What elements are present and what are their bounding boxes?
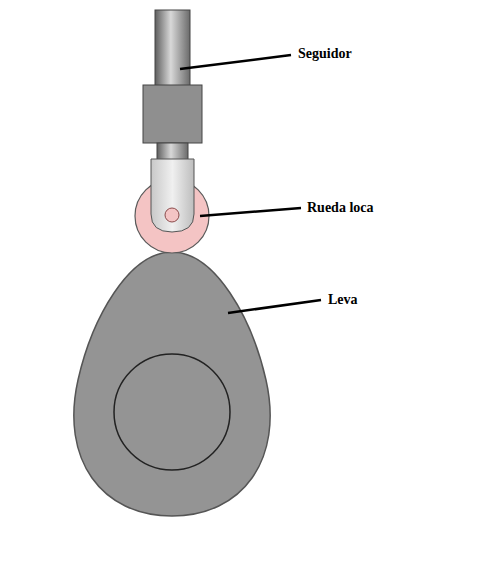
cam-hub — [114, 354, 230, 470]
leader-line — [228, 300, 321, 313]
cam-body — [74, 252, 270, 516]
part-label: Seguidor — [298, 46, 352, 62]
part-label: Leva — [328, 292, 358, 308]
follower-stem — [157, 143, 188, 160]
part-label: Rueda loca — [307, 200, 374, 216]
roller-clevis — [151, 159, 194, 232]
roller-pin — [165, 208, 179, 222]
leader-line — [200, 208, 301, 216]
follower-guide — [143, 85, 202, 143]
follower-rod — [155, 10, 190, 88]
leader-line — [180, 55, 291, 69]
